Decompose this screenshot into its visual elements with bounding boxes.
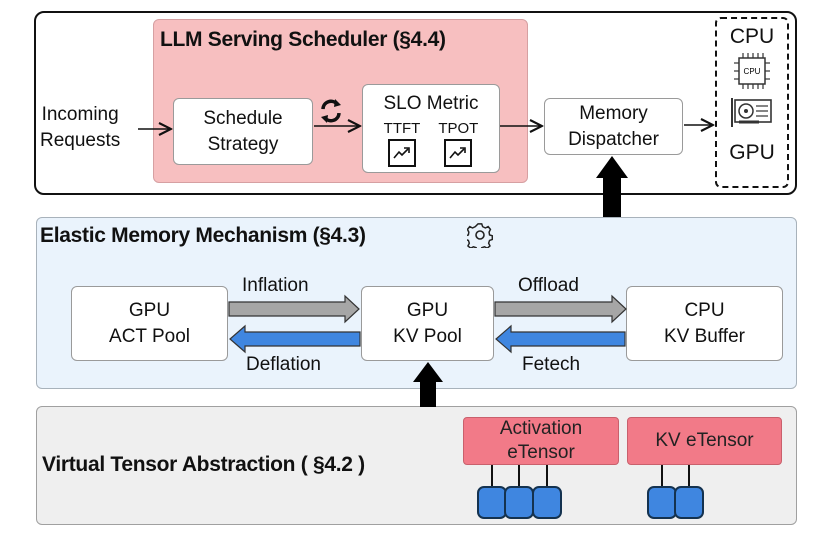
hardware-box: CPU CPU GPU [715,17,789,188]
inflation-arrow [228,294,360,324]
activation-line1: Activation [499,418,583,439]
kv-block-connector [661,465,663,487]
metric-label: TPOT [438,120,479,137]
deflation-arrow [229,324,361,354]
incoming-line1: Incoming [41,104,119,125]
memory-dispatcher-line2: Dispatcher [568,128,659,150]
metric-tpot: TPOT [438,121,478,167]
gear-icon [467,223,493,248]
svg-text:CPU: CPU [744,67,761,76]
schedule-strategy-line2: Strategy [207,133,279,155]
schedule-strategy-box: Schedule Strategy [173,98,313,165]
cpu-label: CPU [729,25,775,48]
memory-dispatcher-box: Memory Dispatcher [544,98,683,155]
activation-block-connector [518,465,521,487]
cpu-buffer-line2: KV Buffer [664,325,745,347]
offload-label: Offload [518,275,579,296]
gpu-card-icon [731,98,772,127]
kv-block-connector [688,465,691,487]
fetch-label: Fetech [522,354,581,375]
activation-block [504,486,535,519]
arrow-mid-to-dispatcher [596,156,628,217]
memory-dispatcher-line1: Memory [579,102,648,124]
activation-etensor-box: Activation eTensor [463,417,619,465]
refresh-icon [321,99,341,123]
activation-block [531,486,562,519]
offload-arrow [494,294,627,324]
incoming-requests-label: Incoming Requests [40,102,120,154]
kv-pool-line2: KV Pool [393,325,462,347]
act-pool-line1: GPU [128,299,171,321]
activation-block-connector [545,465,548,487]
virtual-tensor-title: Virtual Tensor Abstraction ( §4.2 ) [42,453,365,476]
metric-ttft: TTFT [383,120,421,167]
cpu-chip-icon: CPU [734,53,770,89]
inflation-label: Inflation [242,275,309,296]
deflation-label: Deflation [246,354,321,375]
scheduler-title: LLM Serving Scheduler (§4.4) [160,28,446,51]
activation-line2: eTensor [507,442,575,463]
kv-block [674,486,705,519]
elastic-memory-title: Elastic Memory Mechanism (§4.3) [40,224,366,247]
activation-block-connector [491,465,493,487]
kv-pool-line1: GPU [406,299,449,321]
arrow-bottom-to-kvpool [413,362,443,407]
cpu-buffer-line1: CPU [684,299,725,321]
schedule-strategy-line1: Schedule [203,107,283,129]
kv-etensor-box: KV eTensor [627,417,782,465]
metric-label: TTFT [383,120,421,137]
slo-metric-title: SLO Metric [383,93,479,114]
trend-chart-icon [388,139,416,167]
act-pool-line2: ACT Pool [109,325,190,347]
kv-block [647,486,677,519]
fetch-arrow [495,324,626,354]
incoming-line2: Requests [40,130,121,151]
slo-metric-box: SLO Metric TTFT TPOT [362,84,500,173]
cpu-kv-buffer-box: CPU KV Buffer [626,286,783,361]
gpu-act-pool-box: GPU ACT Pool [71,286,228,361]
trend-chart-icon [444,139,473,167]
gpu-kv-pool-box: GPU KV Pool [361,286,494,361]
gpu-label: GPU [729,141,775,164]
